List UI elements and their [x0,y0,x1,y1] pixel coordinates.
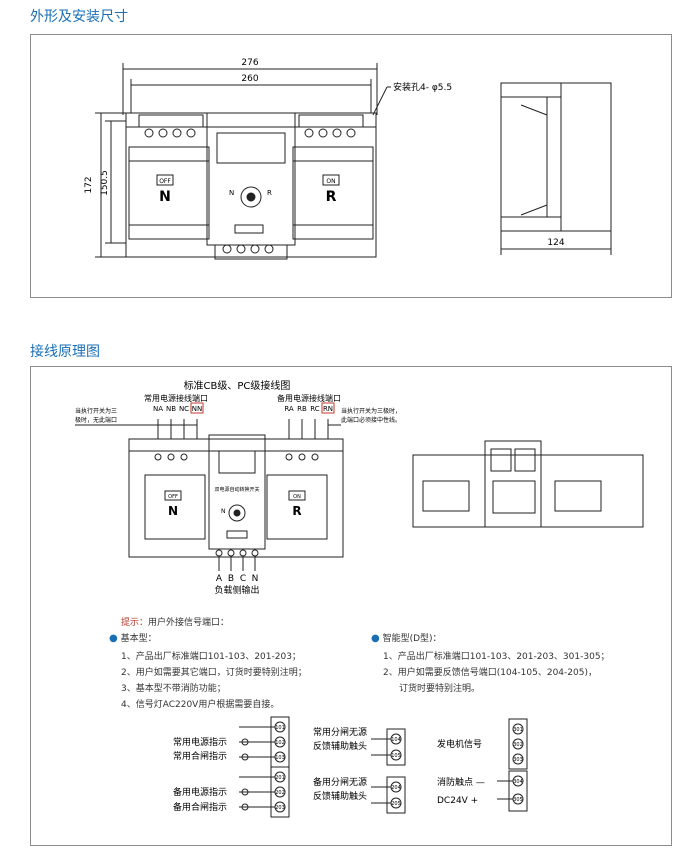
smart-item-2: 2、用户如需要反馈信号端口(104-105、204-205)， [383,668,597,678]
t-101: 101 [275,725,285,731]
dim-left-off: OFF [159,178,171,185]
controller-label: 双电源自动转换开关 [214,486,259,493]
smart-title-text: 智能型(D型)： [382,634,442,644]
t-304: 304 [513,779,523,785]
wiring-left-n: N [168,504,178,518]
label-fire-contact: 消防触点 — [437,776,485,788]
t-103: 103 [275,755,285,761]
t-202: 202 [275,790,285,796]
basic-item-3: 3、基本型不带消防功能； [121,684,226,694]
label-standby-power: 备用电源指示 [173,786,227,798]
smart-title: ● 智能型(D型)： [371,631,442,644]
load-port-b: B [228,574,234,584]
port-nb: NB [166,405,176,413]
basic-item-2: 2、用户如需要其它端口，订货时要特别注明； [121,668,307,678]
label-generator: 发电机信号 [437,738,482,750]
basic-item-1: 1、产品出厂标准端口101-103、201-203； [121,652,301,662]
dim-height-overall: 172 [84,176,94,193]
prompt-text: 用户外接信号端口： [148,618,230,628]
port-rc: RC [310,405,320,413]
label-common-fb-1: 常用分闸无源 [313,726,367,738]
t-102: 102 [275,740,285,746]
left-note-line-1: 当执行开关为三 [75,407,117,415]
port-rb: RB [297,405,307,413]
left-note-line-2: 极时，无此端口 [75,416,117,424]
smart-item-3: 订货时要特别注明。 [399,684,481,694]
t-203: 203 [275,805,285,811]
dim-left-n: N [159,189,171,205]
dim-right-on: ON [326,178,335,185]
port-nn: NN [192,405,202,413]
basic-title: ● 基本型： [109,631,157,644]
smart-item-1: 1、产品出厂标准端口101-103、201-203、301-305； [383,652,610,662]
right-note-line-1: 当执行开关为三极时， [341,407,401,415]
basic-item-4: 4、信号灯AC220V用户根据需要自接。 [121,700,280,710]
t-104: 104 [391,737,401,743]
port-na: NA [153,405,163,413]
standby-ports-title: 备用电源接线端口 [277,393,341,403]
load-port-a: A [216,574,223,584]
wiring-right-on: ON [293,494,301,500]
wiring-diagram-title: 标准CB级、PC级接线图 [184,379,291,392]
load-port-c: C [240,574,246,584]
wiring-left-off: OFF [168,494,178,500]
right-note-line-2: 此端口必须接中性线。 [341,416,401,424]
t-302: 302 [513,742,523,748]
t-205: 205 [391,801,401,807]
port-ra: RA [284,405,294,413]
bullet-icon: ● [109,633,118,644]
label-standby-close: 备用合闸指示 [173,801,227,813]
wiring-knob-n: N [221,508,226,515]
dim-right-r: R [326,189,337,205]
wiring-right-r: R [292,504,301,518]
wiring-section-title: 接线原理图 [30,344,100,360]
t-305: 305 [513,797,523,803]
t-105: 105 [391,753,401,759]
common-ports-title: 常用电源接线端口 [144,393,208,403]
load-output-title: 负载侧输出 [214,584,259,596]
t-301: 301 [513,727,523,733]
t-303: 303 [513,757,523,763]
label-standby-fb-2: 反馈辅助触头 [313,790,367,802]
port-rn: RN [323,405,333,413]
wiring-panel: 标准CB级、PC级接线图 常用电源接线端口 备用电源接线端口 NA NB NC … [30,366,672,846]
dimension-drawing: 276 260 172 150.5 安装孔4- φ5.5 124 OFF N O… [84,58,612,260]
bullet-icon: ● [371,633,380,644]
t-204: 204 [391,785,401,791]
label-common-close: 常用合闸指示 [173,750,227,762]
dim-height-mount: 150.5 [100,170,110,196]
wiring-drawing: 标准CB级、PC级接线图 常用电源接线端口 备用电源接线端口 NA NB NC … [75,379,644,818]
label-standby-fb-1: 备用分闸无源 [313,776,367,788]
port-nc: NC [179,405,189,413]
label-dc24v: DC24V + [437,796,478,806]
t-201: 201 [275,775,285,781]
label-common-power: 常用电源指示 [173,736,227,748]
basic-title-text: 基本型： [120,634,157,644]
prompt-label: 提示： [121,618,149,628]
dim-knob-r: R [267,189,272,197]
label-common-fb-2: 反馈辅助触头 [313,740,367,752]
dim-width-mount: 260 [241,74,258,84]
dimensions-panel: 276 260 172 150.5 安装孔4- φ5.5 124 OFF N O… [30,34,672,298]
dim-width-overall: 276 [241,58,258,68]
dimensions-section-title: 外形及安装尺寸 [30,9,128,25]
dim-knob-n: N [229,189,234,197]
dim-mount-hole: 安装孔4- φ5.5 [393,81,452,93]
prompt-line: 提示：用户外接信号端口： [121,615,229,628]
dim-side-depth: 124 [547,238,564,248]
load-port-n: N [252,574,259,584]
